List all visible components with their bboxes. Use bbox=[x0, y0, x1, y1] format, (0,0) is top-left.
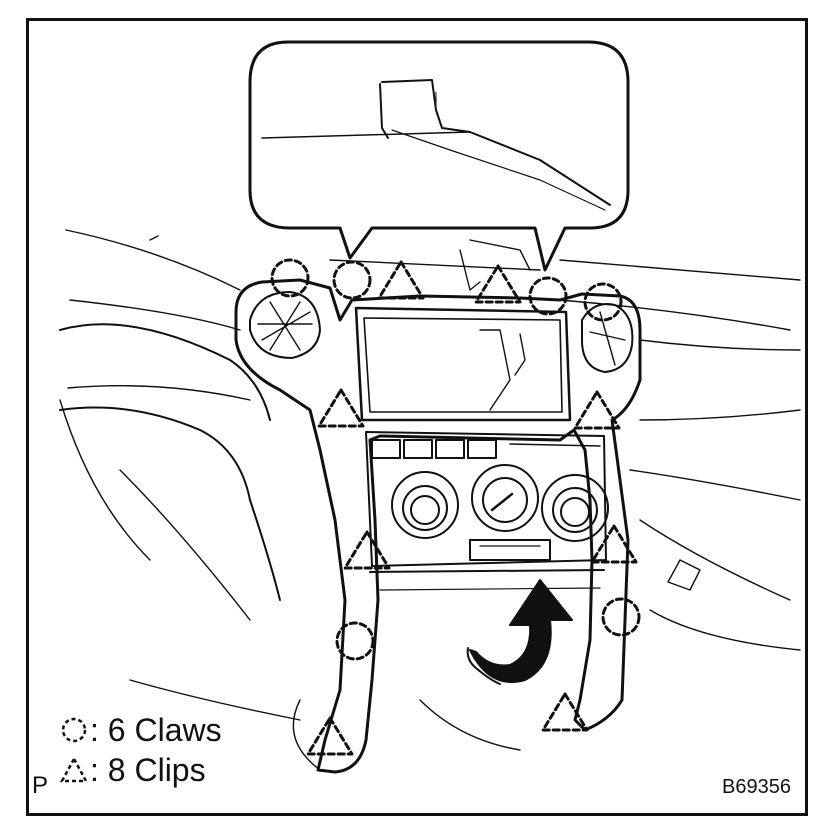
clip-marker bbox=[343, 530, 391, 570]
claw-markers bbox=[270, 258, 641, 661]
claw-marker bbox=[270, 258, 310, 298]
legend-claws: : 6 Claws bbox=[60, 712, 222, 749]
clip-marker bbox=[541, 692, 589, 732]
detail-callout bbox=[248, 40, 630, 272]
page-letter: P bbox=[32, 772, 49, 799]
circle-dashed-icon bbox=[61, 717, 87, 743]
clip-marker bbox=[377, 260, 425, 300]
center-cluster-panel bbox=[234, 278, 642, 774]
dashboard-background bbox=[59, 229, 801, 771]
claw-marker bbox=[583, 282, 623, 322]
climate-control-area bbox=[365, 431, 609, 591]
clip-marker bbox=[573, 390, 621, 430]
legend-clips-label: : 8 Clips bbox=[90, 752, 206, 788]
clip-marker bbox=[317, 388, 365, 428]
steering-wheel bbox=[59, 323, 281, 601]
removal-direction-arrow bbox=[466, 579, 573, 685]
claw-marker bbox=[332, 260, 372, 300]
clip-marker bbox=[590, 524, 638, 564]
clip-marker bbox=[474, 264, 522, 304]
claw-marker bbox=[528, 276, 568, 316]
triangle-dashed-icon bbox=[60, 756, 88, 783]
figure-id: B69356 bbox=[722, 776, 791, 798]
clip-marker bbox=[306, 716, 354, 756]
clip-markers bbox=[306, 260, 638, 756]
claw-marker bbox=[601, 597, 641, 637]
legend-clips: : 8 Clips bbox=[60, 752, 206, 789]
claw-marker bbox=[335, 621, 375, 661]
legend-claws-label: : 6 Claws bbox=[90, 712, 222, 748]
